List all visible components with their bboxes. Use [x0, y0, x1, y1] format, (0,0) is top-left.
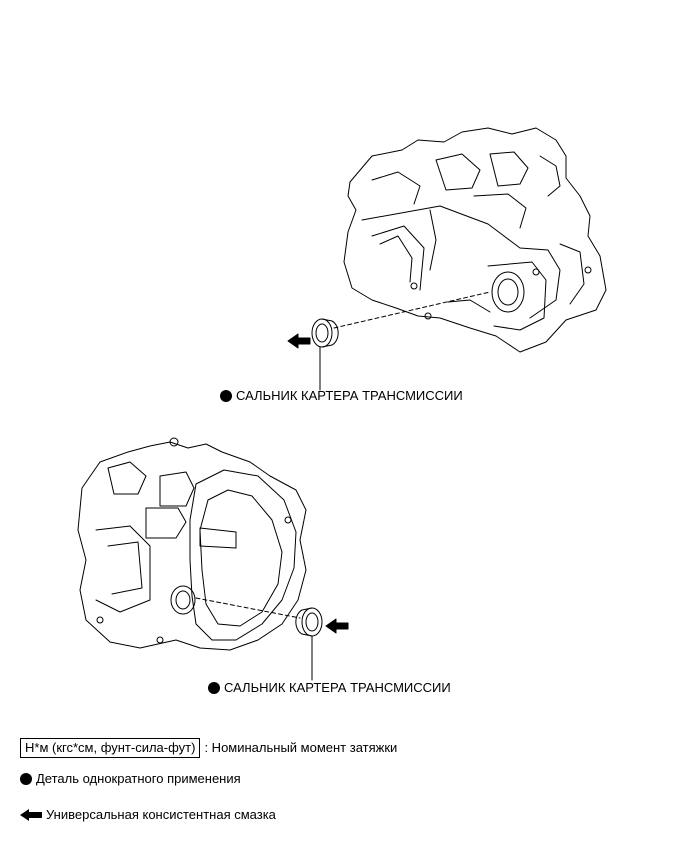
grease-description: Универсальная консистентная смазка: [46, 807, 276, 822]
legend-torque: Н*м (кгс*см, фунт-сила-фут) : Номинальны…: [20, 738, 397, 758]
seal-label-bottom: САЛЬНИК КАРТЕРА ТРАНСМИССИИ: [224, 680, 451, 695]
legend-non-reusable: Деталь однократного применения: [20, 771, 241, 787]
seal-label-top: САЛЬНИК КАРТЕРА ТРАНСМИССИИ: [236, 388, 463, 403]
filled-circle-icon: [20, 773, 32, 785]
non-reusable-icon: [220, 390, 232, 402]
torque-unit-box: Н*м (кгс*см, фунт-сила-фут): [20, 738, 201, 758]
non-reusable-description: Деталь однократного применения: [36, 771, 241, 786]
left-arrow-icon: [20, 809, 42, 821]
lower-grease-arrow-icon: [325, 618, 349, 634]
torque-description: : Номинальный момент затяжки: [204, 740, 398, 755]
upper-oil-seal: [311, 291, 491, 391]
seal-callout-bottom: САЛЬНИК КАРТЕРА ТРАНСМИССИИ: [208, 680, 451, 696]
non-reusable-icon: [208, 682, 220, 694]
lower-oil-seal: [195, 597, 323, 681]
upper-grease-arrow-icon: [287, 333, 311, 349]
lower-transaxle-housing: [77, 437, 307, 651]
upper-transaxle-housing: [343, 127, 607, 353]
legend-grease: Универсальная консистентная смазка: [20, 807, 276, 823]
seal-callout-top: САЛЬНИК КАРТЕРА ТРАНСМИССИИ: [220, 388, 463, 404]
